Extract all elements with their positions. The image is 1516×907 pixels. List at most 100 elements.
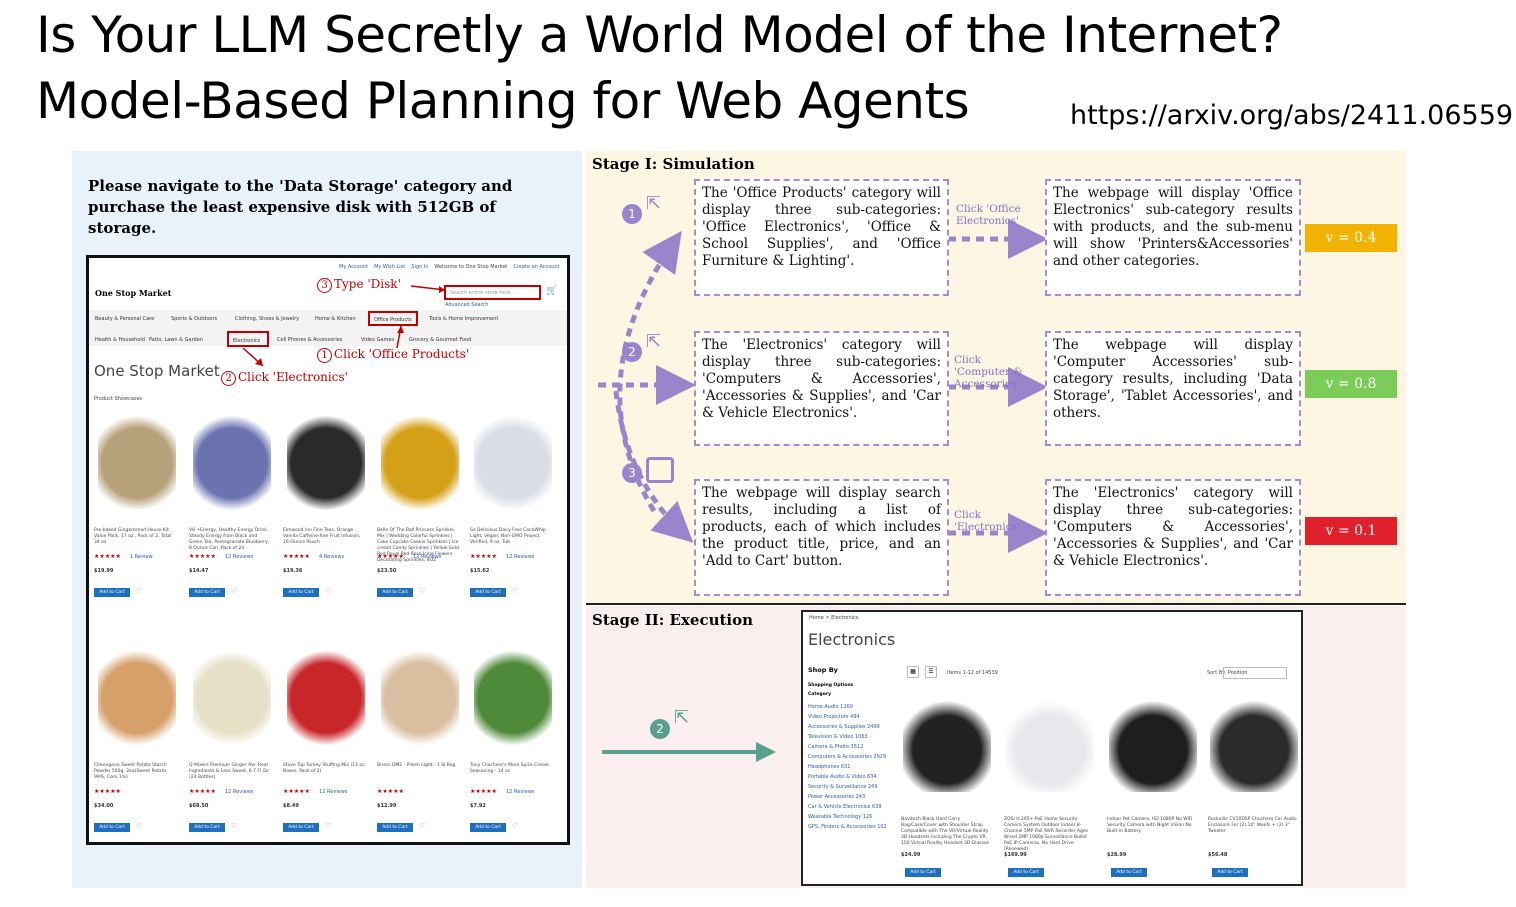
category-link[interactable]: Home Audio 1269: [808, 704, 853, 710]
add-to-cart-button[interactable]: Add to Cart: [283, 588, 319, 597]
nav-item[interactable]: Health & Household: [95, 337, 145, 343]
add-to-cart-button[interactable]: Add to Cart: [1008, 868, 1044, 877]
product-image[interactable]: [474, 648, 552, 748]
wishlist-icon[interactable]: ♡: [136, 587, 143, 595]
advanced-search-link[interactable]: Advanced Search: [445, 302, 489, 308]
add-to-cart-button[interactable]: Add to Cart: [470, 823, 506, 832]
wishlist-icon[interactable]: ♡: [136, 822, 143, 830]
category-link[interactable]: Car & Vehicle Electronics 639: [808, 804, 882, 810]
category-link[interactable]: Power Accessories 243: [808, 794, 866, 800]
product-title[interactable]: Tony Chachere's More Spice Creole Season…: [470, 763, 549, 774]
add-to-cart-button[interactable]: Add to Cart: [189, 588, 225, 597]
step-number: 2: [622, 342, 642, 362]
product-title[interactable]: Indoor Pet Camera, HD 1080P No WiFi Secu…: [1107, 817, 1193, 834]
cart-icon[interactable]: 🛒: [546, 286, 558, 296]
add-to-cart-button[interactable]: Add to Cart: [470, 588, 506, 597]
nav-item-office-products[interactable]: Office Products: [368, 311, 418, 326]
product-image[interactable]: [193, 413, 271, 513]
product-title[interactable]: Navitech Black Hard Carry Bag/Case/Cover…: [901, 817, 990, 846]
reviews-link[interactable]: 4 Reviews: [319, 554, 345, 560]
product-image[interactable]: [1210, 698, 1298, 792]
nav-item[interactable]: Patio, Lawn & Garden: [149, 337, 203, 343]
product-title[interactable]: So Delicious Dairy Free CocoWhip Light, …: [470, 528, 546, 545]
arxiv-link[interactable]: https://arxiv.org/abs/2411.06559: [1070, 100, 1514, 131]
nav-item[interactable]: Clothing, Shoes & Jewelry: [235, 316, 300, 322]
wishlist-icon[interactable]: ♡: [512, 822, 519, 830]
reviews-link[interactable]: 12 Reviews: [413, 554, 442, 560]
nav-item[interactable]: Grocery & Gourmet Food: [409, 337, 472, 343]
category-link[interactable]: Wearable Technology 126: [808, 814, 873, 820]
reviews-link[interactable]: 12 Reviews: [225, 789, 254, 795]
product-image[interactable]: [1109, 698, 1197, 792]
reviews-link[interactable]: 12 Reviews: [506, 554, 535, 560]
category-link[interactable]: Computers & Accessories 2929: [808, 754, 887, 760]
product-title[interactable]: Pre-baked Gingerbread House Kit Value Pa…: [94, 528, 172, 545]
value-badge: v = 0.1: [1305, 517, 1397, 545]
list-view-icon[interactable]: ☰: [925, 666, 937, 678]
shop-logo[interactable]: One Stop Market: [95, 288, 172, 298]
top-link[interactable]: Create an Account: [513, 264, 560, 270]
product-image[interactable]: [381, 648, 459, 748]
product-image[interactable]: [193, 648, 271, 748]
wishlist-icon[interactable]: ♡: [512, 587, 519, 595]
add-to-cart-button[interactable]: Add to Cart: [94, 588, 130, 597]
nav-item[interactable]: Home & Kitchen: [315, 316, 356, 322]
nav-item[interactable]: Beauty & Personal Care: [95, 316, 155, 322]
product-image[interactable]: [287, 413, 365, 513]
product-title[interactable]: Briess DME - Pilsen Light - 1 lb Bag: [377, 763, 456, 768]
nav-item[interactable]: Video Games: [361, 337, 395, 343]
category-link[interactable]: GPS, Finders & Accessories 102: [808, 824, 887, 830]
wishlist-icon[interactable]: ♡: [419, 587, 426, 595]
nav-item-electronics[interactable]: Electronics: [227, 331, 269, 347]
add-to-cart-button[interactable]: Add to Cart: [189, 823, 225, 832]
reviews-link[interactable]: 1 Review: [130, 554, 153, 560]
product-image[interactable]: [98, 413, 176, 513]
category-link[interactable]: Video Projectors 494: [808, 714, 860, 720]
wishlist-icon[interactable]: ♡: [419, 822, 426, 830]
category-link[interactable]: Security & Surveillance 249: [808, 784, 878, 790]
category-link[interactable]: Camera & Photo 3512: [808, 744, 864, 750]
category-link[interactable]: Portable Audio & Video 634: [808, 774, 877, 780]
category-link[interactable]: Accessories & Supplies 2499: [808, 724, 880, 730]
product-image[interactable]: [903, 698, 991, 792]
category-link[interactable]: Television & Video 1063: [808, 734, 868, 740]
product-image[interactable]: [381, 413, 459, 513]
search-input[interactable]: Search entire store here...: [444, 285, 541, 300]
product-title[interactable]: Belle Of The Ball Princess Sprinkle Mix …: [377, 528, 459, 563]
product-title[interactable]: Q Mixers Premium Ginger Ale: Real Ingred…: [189, 763, 269, 780]
product-image[interactable]: [474, 413, 552, 513]
product-image[interactable]: [98, 648, 176, 748]
top-link[interactable]: My Account: [339, 264, 369, 270]
product-title[interactable]: Cheongeun Sweet Potato Starch Powder 500…: [94, 763, 167, 780]
wishlist-icon[interactable]: ♡: [325, 587, 332, 595]
add-to-cart-button[interactable]: Add to Cart: [283, 823, 319, 832]
product-title[interactable]: V8 +Energy, Healthy Energy Drink, Steady…: [189, 528, 270, 551]
add-to-cart-button[interactable]: Add to Cart: [377, 823, 413, 832]
wishlist-icon[interactable]: ♡: [325, 822, 332, 830]
product-title[interactable]: Stove Top Turkey Stuffing Mix (12 oz Box…: [283, 763, 365, 774]
top-link[interactable]: My Wish List: [374, 264, 406, 270]
add-to-cart-button[interactable]: Add to Cart: [1111, 868, 1147, 877]
breadcrumb[interactable]: Home > Electronics: [809, 615, 859, 621]
add-to-cart-button[interactable]: Add to Cart: [1212, 868, 1248, 877]
grid-view-icon[interactable]: ▦: [907, 666, 919, 678]
category-link[interactable]: Headphones 631: [808, 764, 851, 770]
reviews-link[interactable]: 12 Reviews: [506, 789, 535, 795]
product-image[interactable]: [1006, 698, 1094, 792]
product-title[interactable]: Elmwood Inn Fine Teas, Orange Vanilla Ca…: [283, 528, 361, 545]
wishlist-icon[interactable]: ♡: [231, 822, 238, 830]
product-image[interactable]: [287, 648, 365, 748]
top-link[interactable]: Sign In: [411, 264, 429, 270]
add-to-cart-button[interactable]: Add to Cart: [377, 588, 413, 597]
nav-item[interactable]: Sports & Outdoors: [171, 316, 218, 322]
product-title[interactable]: Rockville CV10DSP Chuchero Car Audio Enc…: [1208, 817, 1297, 834]
sort-select[interactable]: Position: [1223, 667, 1287, 679]
add-to-cart-button[interactable]: Add to Cart: [905, 868, 941, 877]
product-title[interactable]: ZOSI H.265+ PoE Home Security Camera Sys…: [1004, 817, 1089, 852]
nav-item[interactable]: Cell Phones & Accessories: [277, 337, 343, 343]
wishlist-icon[interactable]: ♡: [231, 587, 238, 595]
nav-item[interactable]: Tools & Home Improvement: [429, 316, 499, 322]
add-to-cart-button[interactable]: Add to Cart: [94, 823, 130, 832]
reviews-link[interactable]: 12 Reviews: [319, 789, 348, 795]
reviews-link[interactable]: 12 Reviews: [225, 554, 254, 560]
